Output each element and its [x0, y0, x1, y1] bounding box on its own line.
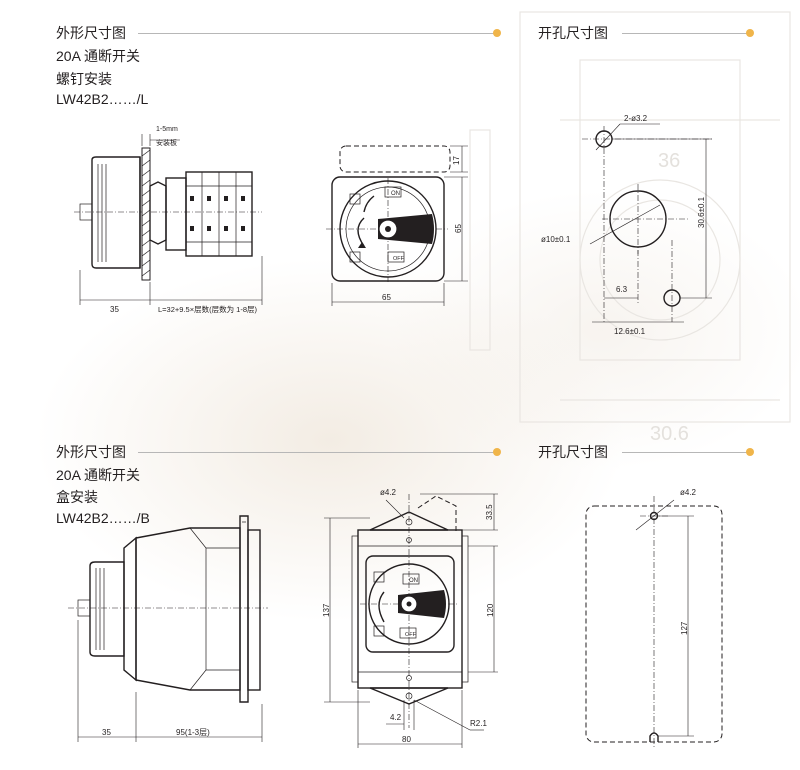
- bottom-front-dim-137: 137: [322, 603, 331, 617]
- bottom-cutout-rule: [622, 452, 748, 453]
- bottom-front-dim-80: 80: [402, 735, 411, 744]
- watermark: 36 30.6: [469, 11, 791, 445]
- top-front-dim-17: 17: [452, 156, 461, 165]
- bottom-front-on-label: ON: [409, 578, 418, 584]
- bottom-cutout-title: 开孔尺寸图: [538, 444, 608, 460]
- bottom-front-radius-label: R2.1: [470, 719, 487, 728]
- bottom-side-view: 35 95(1-3层): [68, 515, 268, 742]
- top-cutout-dim-12-6: 12.6±0.1: [614, 327, 646, 336]
- bottom-spec-line-1: 20A 通断开关: [56, 467, 141, 483]
- top-front-off-label: OFF: [393, 256, 405, 262]
- bottom-spec-line-2: 盒安装: [56, 489, 98, 505]
- top-front-on-label: ON: [391, 191, 400, 197]
- bottom-cutout-hole-label: ø4.2: [680, 488, 697, 497]
- top-front-dim-65-width: 65: [382, 293, 391, 302]
- top-cutout-dot: [746, 29, 754, 37]
- top-cutout-center-label: ø10±0.1: [541, 235, 571, 244]
- top-side-view: 1-5mm 安装板 35 L=32+9.5×层数(层数为 1-8层): [74, 126, 263, 314]
- bottom-dim-35: 35: [102, 728, 111, 737]
- top-spec-line-1: 20A 通断开关: [56, 48, 141, 64]
- top-dim-35: 35: [110, 305, 119, 314]
- bottom-front-dim-4-2: 4.2: [390, 713, 402, 722]
- bottom-front-dim-120: 120: [486, 603, 495, 617]
- top-cutout-view: 2-ø3.2 ø10±0.1 30.6±0.1 6.3 12.6±0.1: [541, 114, 712, 336]
- top-panel-label: 安装板: [156, 138, 177, 147]
- top-outline-rule: [138, 33, 494, 34]
- bottom-cutout-view: ø4.2 127: [585, 488, 723, 748]
- bottom-cutout-dot: [746, 448, 754, 456]
- top-dim-length: L=32+9.5×层数(层数为 1-8层): [158, 304, 257, 314]
- bottom-spec-line-3: LW42B2……/B: [56, 510, 150, 526]
- bottom-dim-95: 95(1-3层): [176, 728, 210, 737]
- top-spec-line-3: LW42B2……/L: [56, 91, 149, 107]
- bottom-front-off-label: OFF: [405, 632, 417, 638]
- watermark-text-36: 36: [658, 150, 680, 172]
- bottom-outline-rule: [138, 452, 494, 453]
- bottom-outline-dot: [493, 448, 501, 456]
- watermark-text-30-6: 30.6: [650, 423, 689, 445]
- top-front-view: ON OFF 17 65 65: [326, 145, 468, 306]
- bottom-outline-title: 外形尺寸图: [56, 444, 126, 460]
- bottom-front-dim-33-5: 33.5: [485, 504, 494, 520]
- top-cutout-rule: [622, 33, 748, 34]
- top-spec-line-2: 螺钉安装: [56, 71, 112, 87]
- bottom-front-view: ON OFF ø4.2 33.5 120 137 4.2 R2.1: [322, 488, 498, 748]
- bottom-cutout-dim-127: 127: [680, 621, 689, 635]
- top-cutout-holes-label: 2-ø3.2: [624, 114, 648, 123]
- bottom-front-hole-label: ø4.2: [380, 488, 397, 497]
- top-panel-thickness-label: 1-5mm: [156, 126, 178, 133]
- top-cutout-dim-30-6: 30.6±0.1: [697, 196, 706, 228]
- top-cutout-title: 开孔尺寸图: [538, 25, 608, 41]
- top-outline-title: 外形尺寸图: [56, 25, 126, 41]
- top-front-dim-65-height: 65: [454, 224, 463, 233]
- top-cutout-dim-6-3: 6.3: [616, 285, 628, 294]
- top-outline-dot: [493, 29, 501, 37]
